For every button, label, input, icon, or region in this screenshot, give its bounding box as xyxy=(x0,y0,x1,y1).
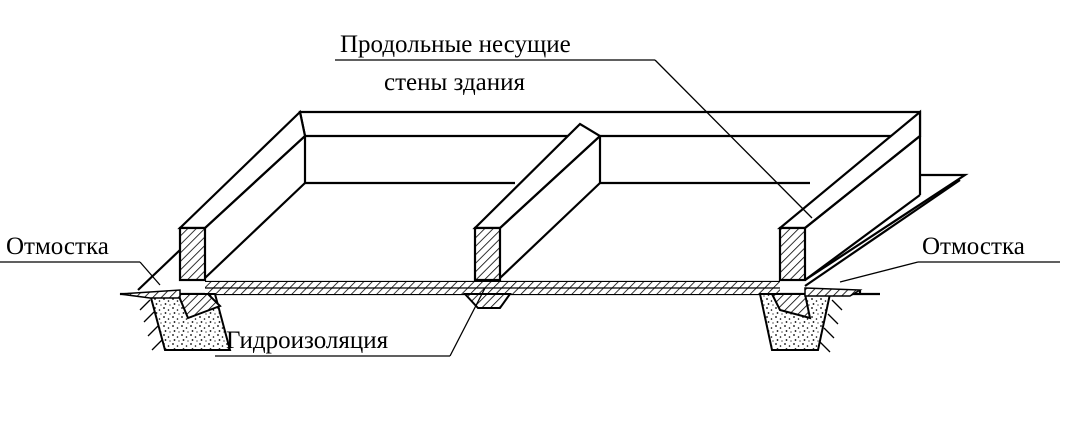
label-blind-area-left: Отмостка xyxy=(6,233,109,260)
blind-area-right xyxy=(804,173,969,297)
footings xyxy=(139,293,843,353)
label-blind-area-right: Отмостка xyxy=(922,233,1025,260)
frame-left-top xyxy=(177,109,307,230)
wall-frame xyxy=(177,109,922,230)
leader-lines xyxy=(0,59,1060,357)
label-walls-line2: стены здания xyxy=(384,69,526,96)
frame-back-wall xyxy=(298,110,922,138)
wall-section-left xyxy=(178,226,207,282)
ground-slab xyxy=(120,280,880,296)
frame-middle-top xyxy=(472,122,602,230)
label-waterproofing: Гидроизоляция xyxy=(226,327,389,354)
wall-section-right xyxy=(778,226,807,282)
label-walls-line1: Продольные несущие xyxy=(340,31,571,58)
blind-area-left xyxy=(119,249,181,299)
inner-faces xyxy=(204,135,922,281)
footing-middle xyxy=(462,293,512,309)
wall-sections xyxy=(178,226,807,282)
wall-section-middle xyxy=(473,226,502,282)
